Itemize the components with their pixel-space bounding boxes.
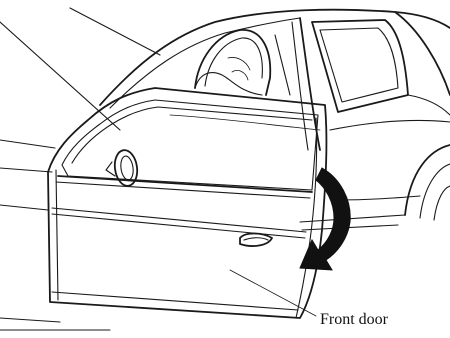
- front-door-leader-line: [230, 270, 316, 316]
- side-mirror-icon: [106, 149, 139, 188]
- front-door-label: Front door: [320, 311, 388, 329]
- front-door: [48, 88, 326, 318]
- front-seat: [195, 30, 290, 95]
- door-swing-arrow-icon: [300, 168, 350, 270]
- door-handle-icon: [240, 234, 272, 247]
- car-body: [100, 10, 450, 230]
- background-lines: [0, 8, 160, 330]
